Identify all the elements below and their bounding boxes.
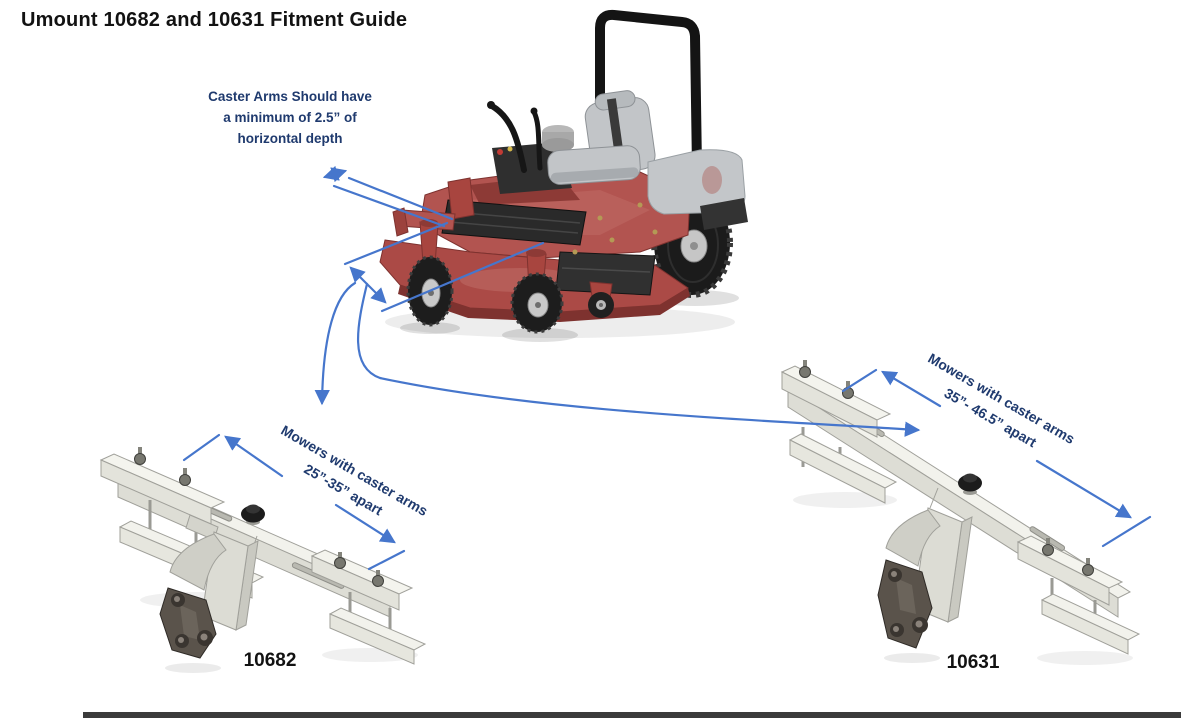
page-title: Umount 10682 and 10631 Fitment Guide [21,9,408,31]
connector-arrow-right [356,282,921,437]
product-label-10682: 10682 [243,650,297,671]
depth-dimension-arrow [322,165,454,228]
mower-illustration [379,9,748,342]
connector-arrow-left [314,281,357,406]
caster-depth-note-line2: a minimum of 2.5” of [223,110,357,125]
annotation-arrows [182,165,1152,571]
product-label-10631: 10631 [946,652,1000,673]
bracket-10682-illustration [99,447,427,673]
caster-depth-note-line3: horizontal depth [237,131,343,146]
caster-depth-note: Caster Arms Should have a minimum of 2.5… [178,86,402,149]
bottom-border-bar [83,712,1181,718]
bracket-10631-illustration [780,360,1141,665]
left-bracket-dimension-arrows [182,433,406,571]
right-bracket-dimension-arrows [841,368,1152,548]
caster-depth-note-line1: Caster Arms Should have [208,89,372,104]
caster-width-dimension-arrow [343,221,545,313]
